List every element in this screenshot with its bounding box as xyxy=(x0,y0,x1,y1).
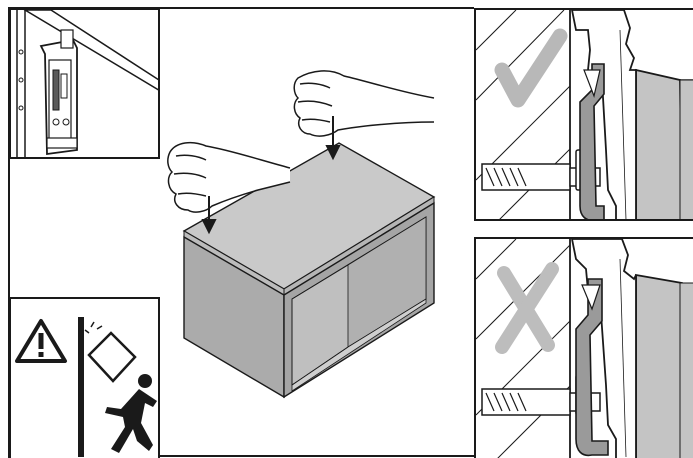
check-mark-icon xyxy=(502,36,560,100)
warning-panel xyxy=(9,297,160,458)
detail-panel-hanger xyxy=(9,8,160,159)
warning-falling-cabinet-icon xyxy=(11,299,160,458)
right-hand-icon xyxy=(294,71,434,136)
incorrect-hanger-detail xyxy=(476,239,693,458)
incorrect-mounting-panel xyxy=(474,237,693,458)
cross-mark-icon xyxy=(502,269,552,347)
correct-hanger-detail xyxy=(476,10,693,221)
correct-mounting-panel xyxy=(474,8,693,221)
hanger-bracket-icon xyxy=(11,10,160,159)
